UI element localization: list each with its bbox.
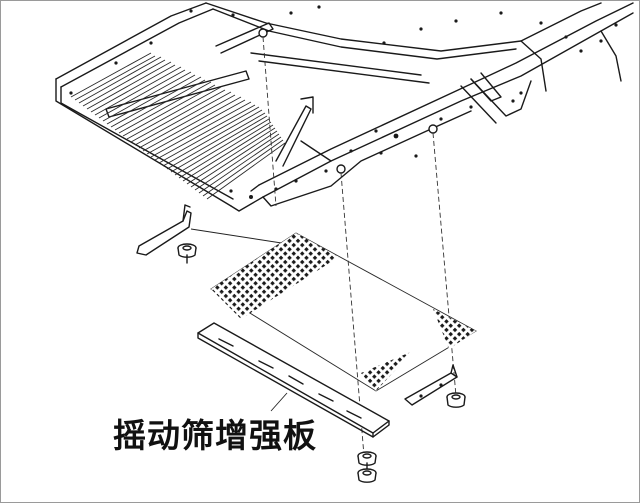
part-label-reinforcement-plate: 摇动筛增强板: [113, 416, 317, 455]
rubber-mount-left: [177, 243, 197, 264]
rubber-mount-right: [446, 392, 466, 408]
sieve-louvers: [70, 52, 286, 200]
mesh-screen: [210, 232, 477, 392]
right-bracket: [404, 364, 458, 406]
frame-holes: [69, 5, 618, 199]
left-bracket: [136, 204, 302, 256]
rubber-mount-bottom: [357, 451, 377, 483]
reinforcement-plate: [197, 322, 390, 438]
sieve-frame: [55, 2, 634, 212]
